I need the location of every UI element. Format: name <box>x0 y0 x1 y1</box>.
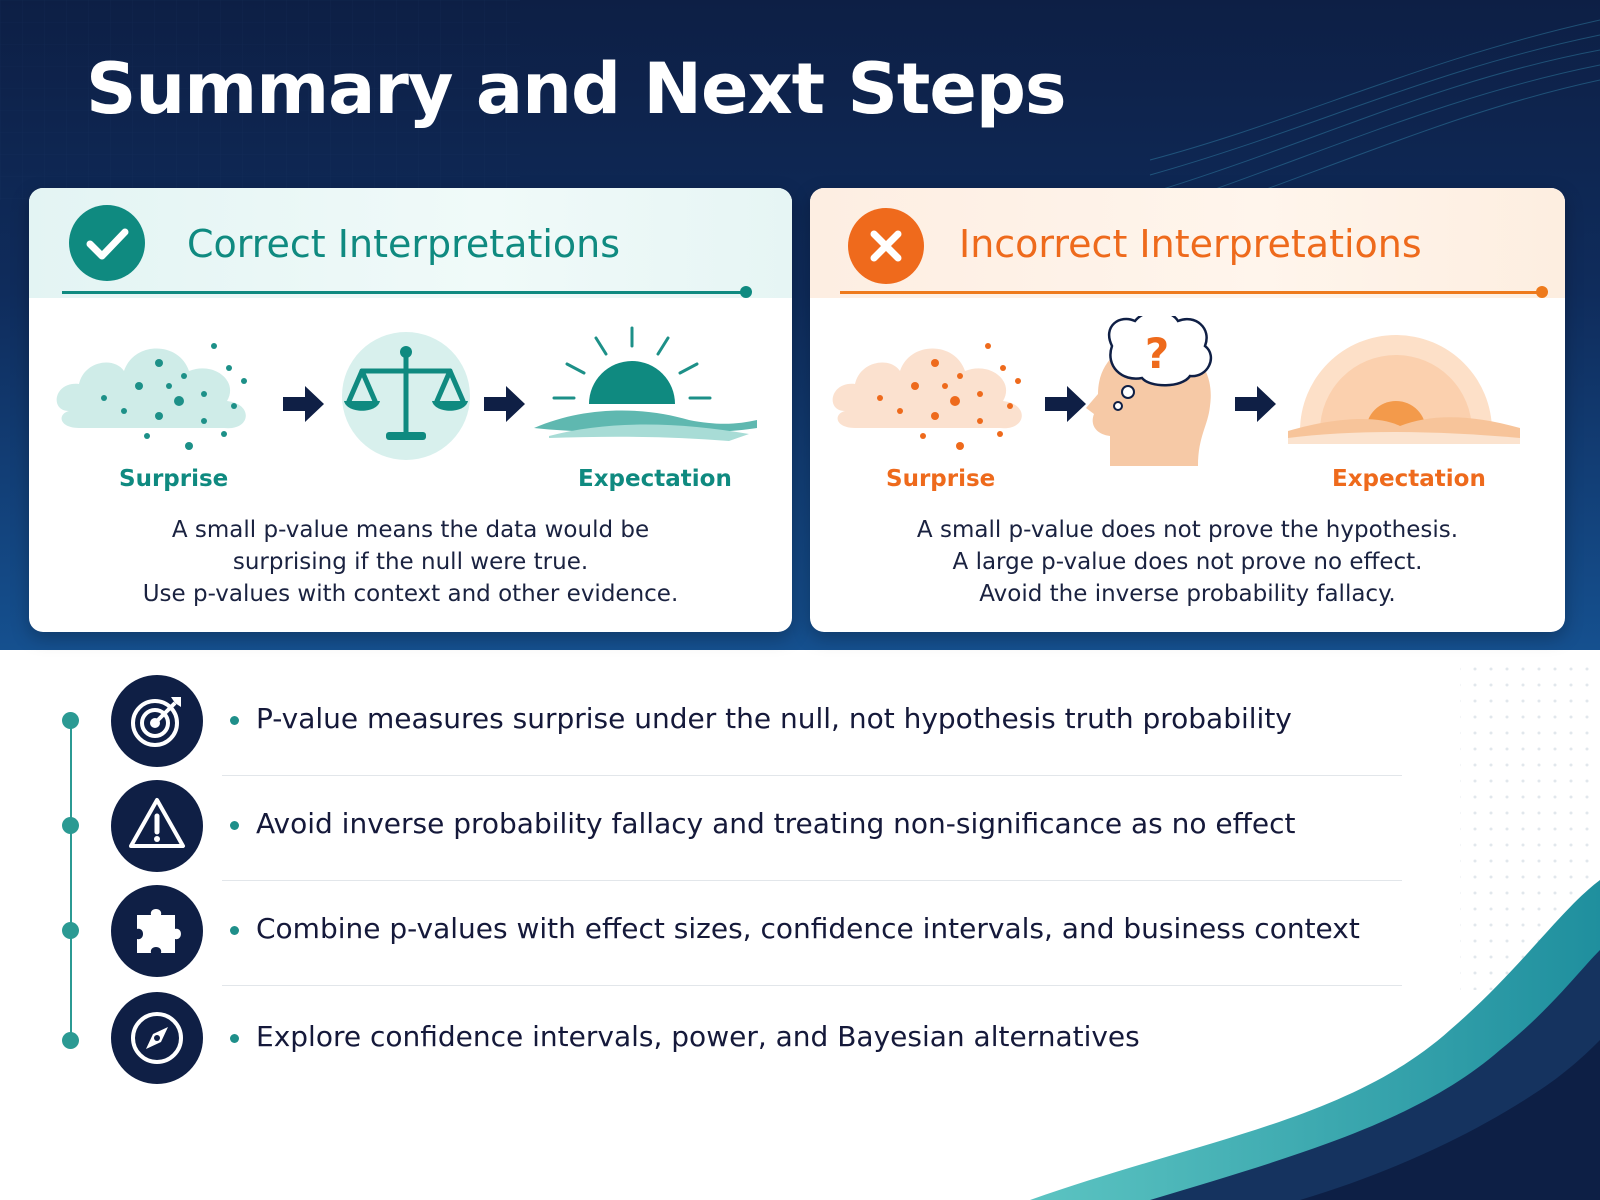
bottom-wave-decoration <box>1030 660 1600 1200</box>
card-body-text: A small p-value means the data would be … <box>29 514 792 610</box>
incorrect-flow-diagram: ? <box>832 316 1520 466</box>
flow-start-label: Surprise <box>119 466 229 492</box>
flow-end-label: Expectation <box>578 466 732 492</box>
question-mark: ? <box>1145 329 1169 378</box>
divider <box>62 291 745 294</box>
incorrect-interpretations-card: Incorrect Interpretations ? <box>810 188 1565 632</box>
arrow-right-icon <box>484 386 525 422</box>
card-text-line: surprising if the null were true. <box>232 549 589 575</box>
correct-interpretations-card: Correct Interpretations <box>29 188 792 632</box>
card-text-line: Avoid the inverse probability fallacy. <box>979 581 1396 607</box>
card-title: Correct Interpretations <box>187 222 621 266</box>
takeaway-text: P-value measures surprise under the null… <box>256 702 1292 735</box>
card-header <box>810 188 1565 298</box>
dotted-cloud-icon <box>832 343 1022 450</box>
background-wave-decoration <box>0 0 1600 221</box>
sunrise-icon <box>534 326 757 441</box>
target-icon <box>111 675 203 767</box>
timeline-dot <box>62 712 79 729</box>
flow-start-label: Surprise <box>886 466 996 492</box>
balance-scale-icon <box>342 332 470 460</box>
list-item: Explore confidence intervals, power, and… <box>0 980 1600 1084</box>
card-text-line: A small p-value does not prove the hypot… <box>916 517 1459 543</box>
card-title: Incorrect Interpretations <box>959 222 1422 266</box>
list-item: P-value measures surprise under the null… <box>0 665 1600 767</box>
arrow-right-icon <box>1235 386 1276 422</box>
divider-dot <box>740 286 752 298</box>
card-text-line: A small p-value means the data would be <box>171 517 650 543</box>
correct-flow-diagram <box>56 326 757 460</box>
card-header <box>29 188 792 298</box>
arrow-right-icon <box>283 386 324 422</box>
timeline-dot <box>62 1032 79 1049</box>
dotted-cloud-icon <box>56 343 247 450</box>
divider <box>840 291 1540 294</box>
puzzle-icon <box>111 885 203 977</box>
timeline-dot <box>62 817 79 834</box>
list-item: Avoid inverse probability fallacy and tr… <box>0 770 1600 872</box>
timeline-line <box>70 720 72 1035</box>
arrow-right-icon <box>1045 386 1086 422</box>
card-text-line: A large p-value does not prove no effect… <box>952 549 1423 575</box>
bullet <box>230 716 239 725</box>
bullet <box>230 926 239 935</box>
takeaway-text: Avoid inverse probability fallacy and tr… <box>256 807 1296 840</box>
divider-dot <box>1536 286 1548 298</box>
timeline-dot <box>62 922 79 939</box>
flow-end-label: Expectation <box>1332 466 1486 492</box>
card-body-text: A small p-value does not prove the hypot… <box>810 514 1565 610</box>
confused-head-icon: ? <box>1086 316 1212 466</box>
bullet <box>230 1034 239 1043</box>
takeaways-list: P-value measures surprise under the null… <box>0 650 1600 1200</box>
compass-icon <box>111 992 203 1084</box>
divider <box>222 775 1402 776</box>
check-icon <box>69 205 145 281</box>
divider <box>222 985 1402 986</box>
card-text-line: Use p-values with context and other evid… <box>142 581 679 607</box>
bullet <box>230 821 239 830</box>
x-icon <box>848 208 924 284</box>
list-item: Combine p-values with effect sizes, conf… <box>0 875 1600 977</box>
takeaway-text: Combine p-values with effect sizes, conf… <box>256 912 1360 945</box>
divider <box>222 880 1402 881</box>
warning-icon <box>111 780 203 872</box>
sunset-icon <box>1288 335 1520 444</box>
page-title: Summary and Next Steps <box>86 48 1067 130</box>
takeaway-text: Explore confidence intervals, power, and… <box>256 1020 1140 1053</box>
